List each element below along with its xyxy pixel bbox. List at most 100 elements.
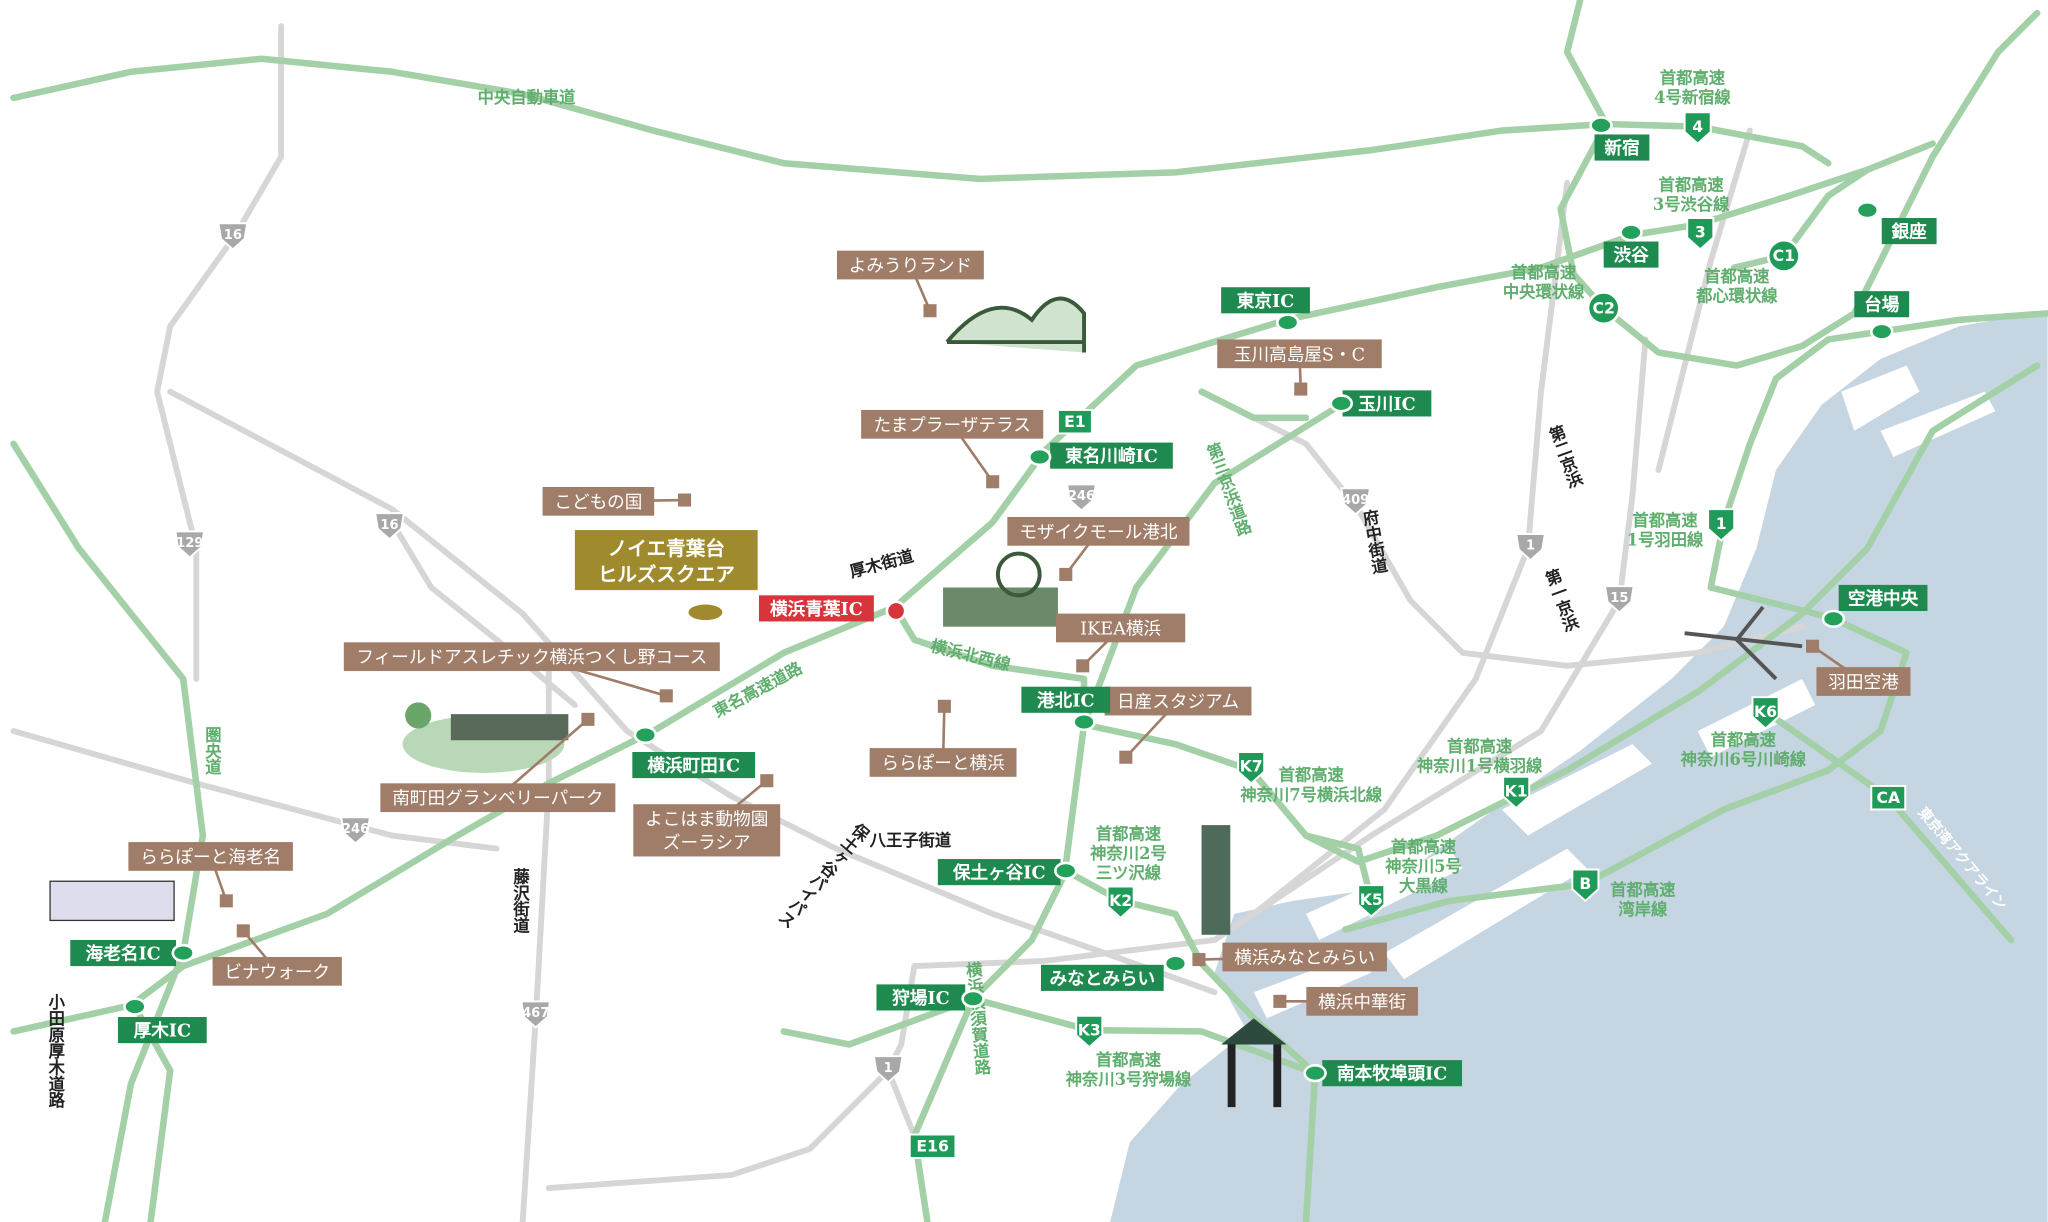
- poi-marker: [659, 689, 673, 703]
- road-name: 小田原厚木道路: [46, 994, 66, 1109]
- poi-label[interactable]: ららぽーと横浜: [869, 699, 1017, 777]
- poi-label[interactable]: ららぽーと海老名: [128, 842, 293, 908]
- expressway-name-line: 中央環状線: [1503, 283, 1585, 302]
- poi-label[interactable]: 横浜みなとみらい: [1192, 942, 1387, 972]
- poi-label-text: 羽田空港: [1828, 673, 1899, 693]
- poi-marker: [986, 475, 1000, 489]
- poi-label[interactable]: 玉川高島屋S・C: [1217, 339, 1382, 396]
- chinatown-gate-icon: [1221, 1018, 1287, 1108]
- poi-marker: [236, 924, 250, 938]
- route-shield: 1: [1707, 508, 1736, 542]
- expressway-name-line: 首都高速: [1096, 824, 1162, 843]
- route-shield: E16: [908, 1133, 957, 1160]
- poi-label[interactable]: 南町田グランベリーパーク: [380, 712, 616, 813]
- road-name: 藤沢街道: [511, 868, 531, 934]
- interchange-label: 厚木IC: [134, 1021, 191, 1042]
- poi-label-text: 玉川高島屋S・C: [1234, 345, 1365, 365]
- interchange[interactable]: 玉川IC: [1329, 390, 1432, 417]
- interchange[interactable]: 東名川崎IC: [1027, 442, 1173, 469]
- route-shield-label: K1: [1505, 781, 1528, 800]
- poi-label[interactable]: フィールドアスレチック横浜つくし野コース: [343, 642, 720, 703]
- route-shield-label: C1: [1773, 246, 1795, 265]
- route-shield: K6: [1751, 696, 1780, 730]
- expressway-name-line: 都心環状線: [1695, 287, 1778, 306]
- airplane-icon: [1684, 605, 1803, 681]
- poi-label[interactable]: 日産スタジアム: [1104, 686, 1252, 764]
- poi-label-text: ズーラシア: [663, 834, 751, 854]
- interchange-dot: [171, 943, 195, 963]
- interchange-label: 港北IC: [1037, 690, 1094, 711]
- interchange[interactable]: 保土ヶ谷IC: [937, 859, 1078, 886]
- national-route-number: 16: [380, 518, 398, 533]
- route-shield: E1: [1056, 408, 1093, 435]
- route-shield-label: 4: [1692, 117, 1703, 136]
- national-route-marker: 467: [520, 1000, 552, 1029]
- interchange-dot: [123, 997, 147, 1016]
- poi-label-text: ららぽーと横浜: [881, 754, 1004, 774]
- aoba-ic-marker[interactable]: 横浜青葉IC: [758, 595, 907, 622]
- interchange-dot: [1870, 322, 1894, 341]
- national-route-number: 15: [1610, 591, 1628, 606]
- national-route-number: 16: [224, 228, 242, 243]
- interchange-dot: [1619, 223, 1643, 242]
- interchange[interactable]: 厚木IC: [117, 997, 207, 1044]
- interchange-label: 東京IC: [1237, 291, 1294, 312]
- athletic-park-icon: [402, 702, 569, 773]
- interchange-label: 保土ヶ谷IC: [952, 863, 1046, 884]
- interchange[interactable]: みなとみらい: [1040, 954, 1188, 991]
- poi-label[interactable]: こどもの国: [542, 486, 692, 516]
- poi-label[interactable]: IKEA横浜: [1055, 613, 1186, 673]
- interchange[interactable]: 台場: [1854, 291, 1910, 341]
- interchange[interactable]: 海老名IC: [70, 940, 195, 967]
- expressway-name-line: 神奈川3号狩場線: [1066, 1070, 1192, 1089]
- poi-marker: [678, 493, 692, 507]
- interchange[interactable]: 銀座: [1855, 201, 1937, 245]
- road-name: 厚木街道: [848, 546, 917, 581]
- national-route-marker: 246: [340, 816, 372, 845]
- interchange[interactable]: 港北IC: [1021, 686, 1111, 732]
- route-shield-label: K6: [1754, 702, 1777, 721]
- interchange[interactable]: 狩場IC: [876, 984, 985, 1011]
- interchange[interactable]: 東京IC: [1221, 287, 1310, 332]
- poi-label[interactable]: よみうりランド: [836, 250, 984, 318]
- expressway-name-line: 4号新宿線: [1654, 88, 1731, 107]
- road-name: 中央自動車道: [478, 88, 576, 107]
- poi-label[interactable]: ビナウォーク: [212, 924, 342, 986]
- national-route-marker: 246: [1065, 483, 1097, 512]
- interchange[interactable]: 空港中央: [1821, 584, 1928, 628]
- interchange-label: 狩場IC: [892, 988, 949, 1009]
- route-shield: K2: [1106, 885, 1135, 920]
- interchange[interactable]: 渋谷: [1603, 223, 1659, 268]
- national-route-number: 246: [342, 822, 369, 837]
- route-shield-label: C2: [1592, 298, 1614, 317]
- interchange-dot: [633, 725, 658, 745]
- poi-label-text: こどもの国: [554, 493, 642, 513]
- poi-marker: [1273, 994, 1287, 1008]
- poi-marker: [219, 894, 233, 908]
- national-route-marker: 1: [872, 1055, 904, 1084]
- poi-label[interactable]: 羽田空港: [1806, 639, 1911, 696]
- property-marker[interactable]: ノイエ青葉台 ヒルズスクエア: [574, 530, 758, 621]
- poi-label[interactable]: モザイクモール港北: [1007, 517, 1190, 581]
- expressway-name-line: 神奈川6号川崎線: [1681, 750, 1807, 769]
- poi-label[interactable]: たまプラーザテラス: [861, 409, 1044, 489]
- interchange[interactable]: 新宿: [1589, 116, 1650, 161]
- poi-label[interactable]: 横浜中華街: [1273, 987, 1418, 1016]
- poi-label-text: よこはま動物園: [645, 810, 768, 830]
- expressway-name-line: 首都高速: [1632, 511, 1698, 530]
- interchange-label: 渋谷: [1613, 245, 1649, 266]
- route-shield-label: B: [1579, 874, 1591, 893]
- expressway-name-line: 首都高速: [1511, 263, 1577, 282]
- expressway-name-line: 首都高速: [1660, 69, 1726, 88]
- interchange[interactable]: 南本牧埠頭IC: [1303, 1060, 1463, 1087]
- expressway-name-line: 神奈川5号: [1385, 857, 1462, 876]
- interchange[interactable]: 横浜町田IC: [632, 725, 756, 779]
- route-name-labels: 首都高速4号新宿線首都高速3号渋谷線首都高速中央環状線首都高速都心環状線首都高速…: [1066, 69, 1807, 1089]
